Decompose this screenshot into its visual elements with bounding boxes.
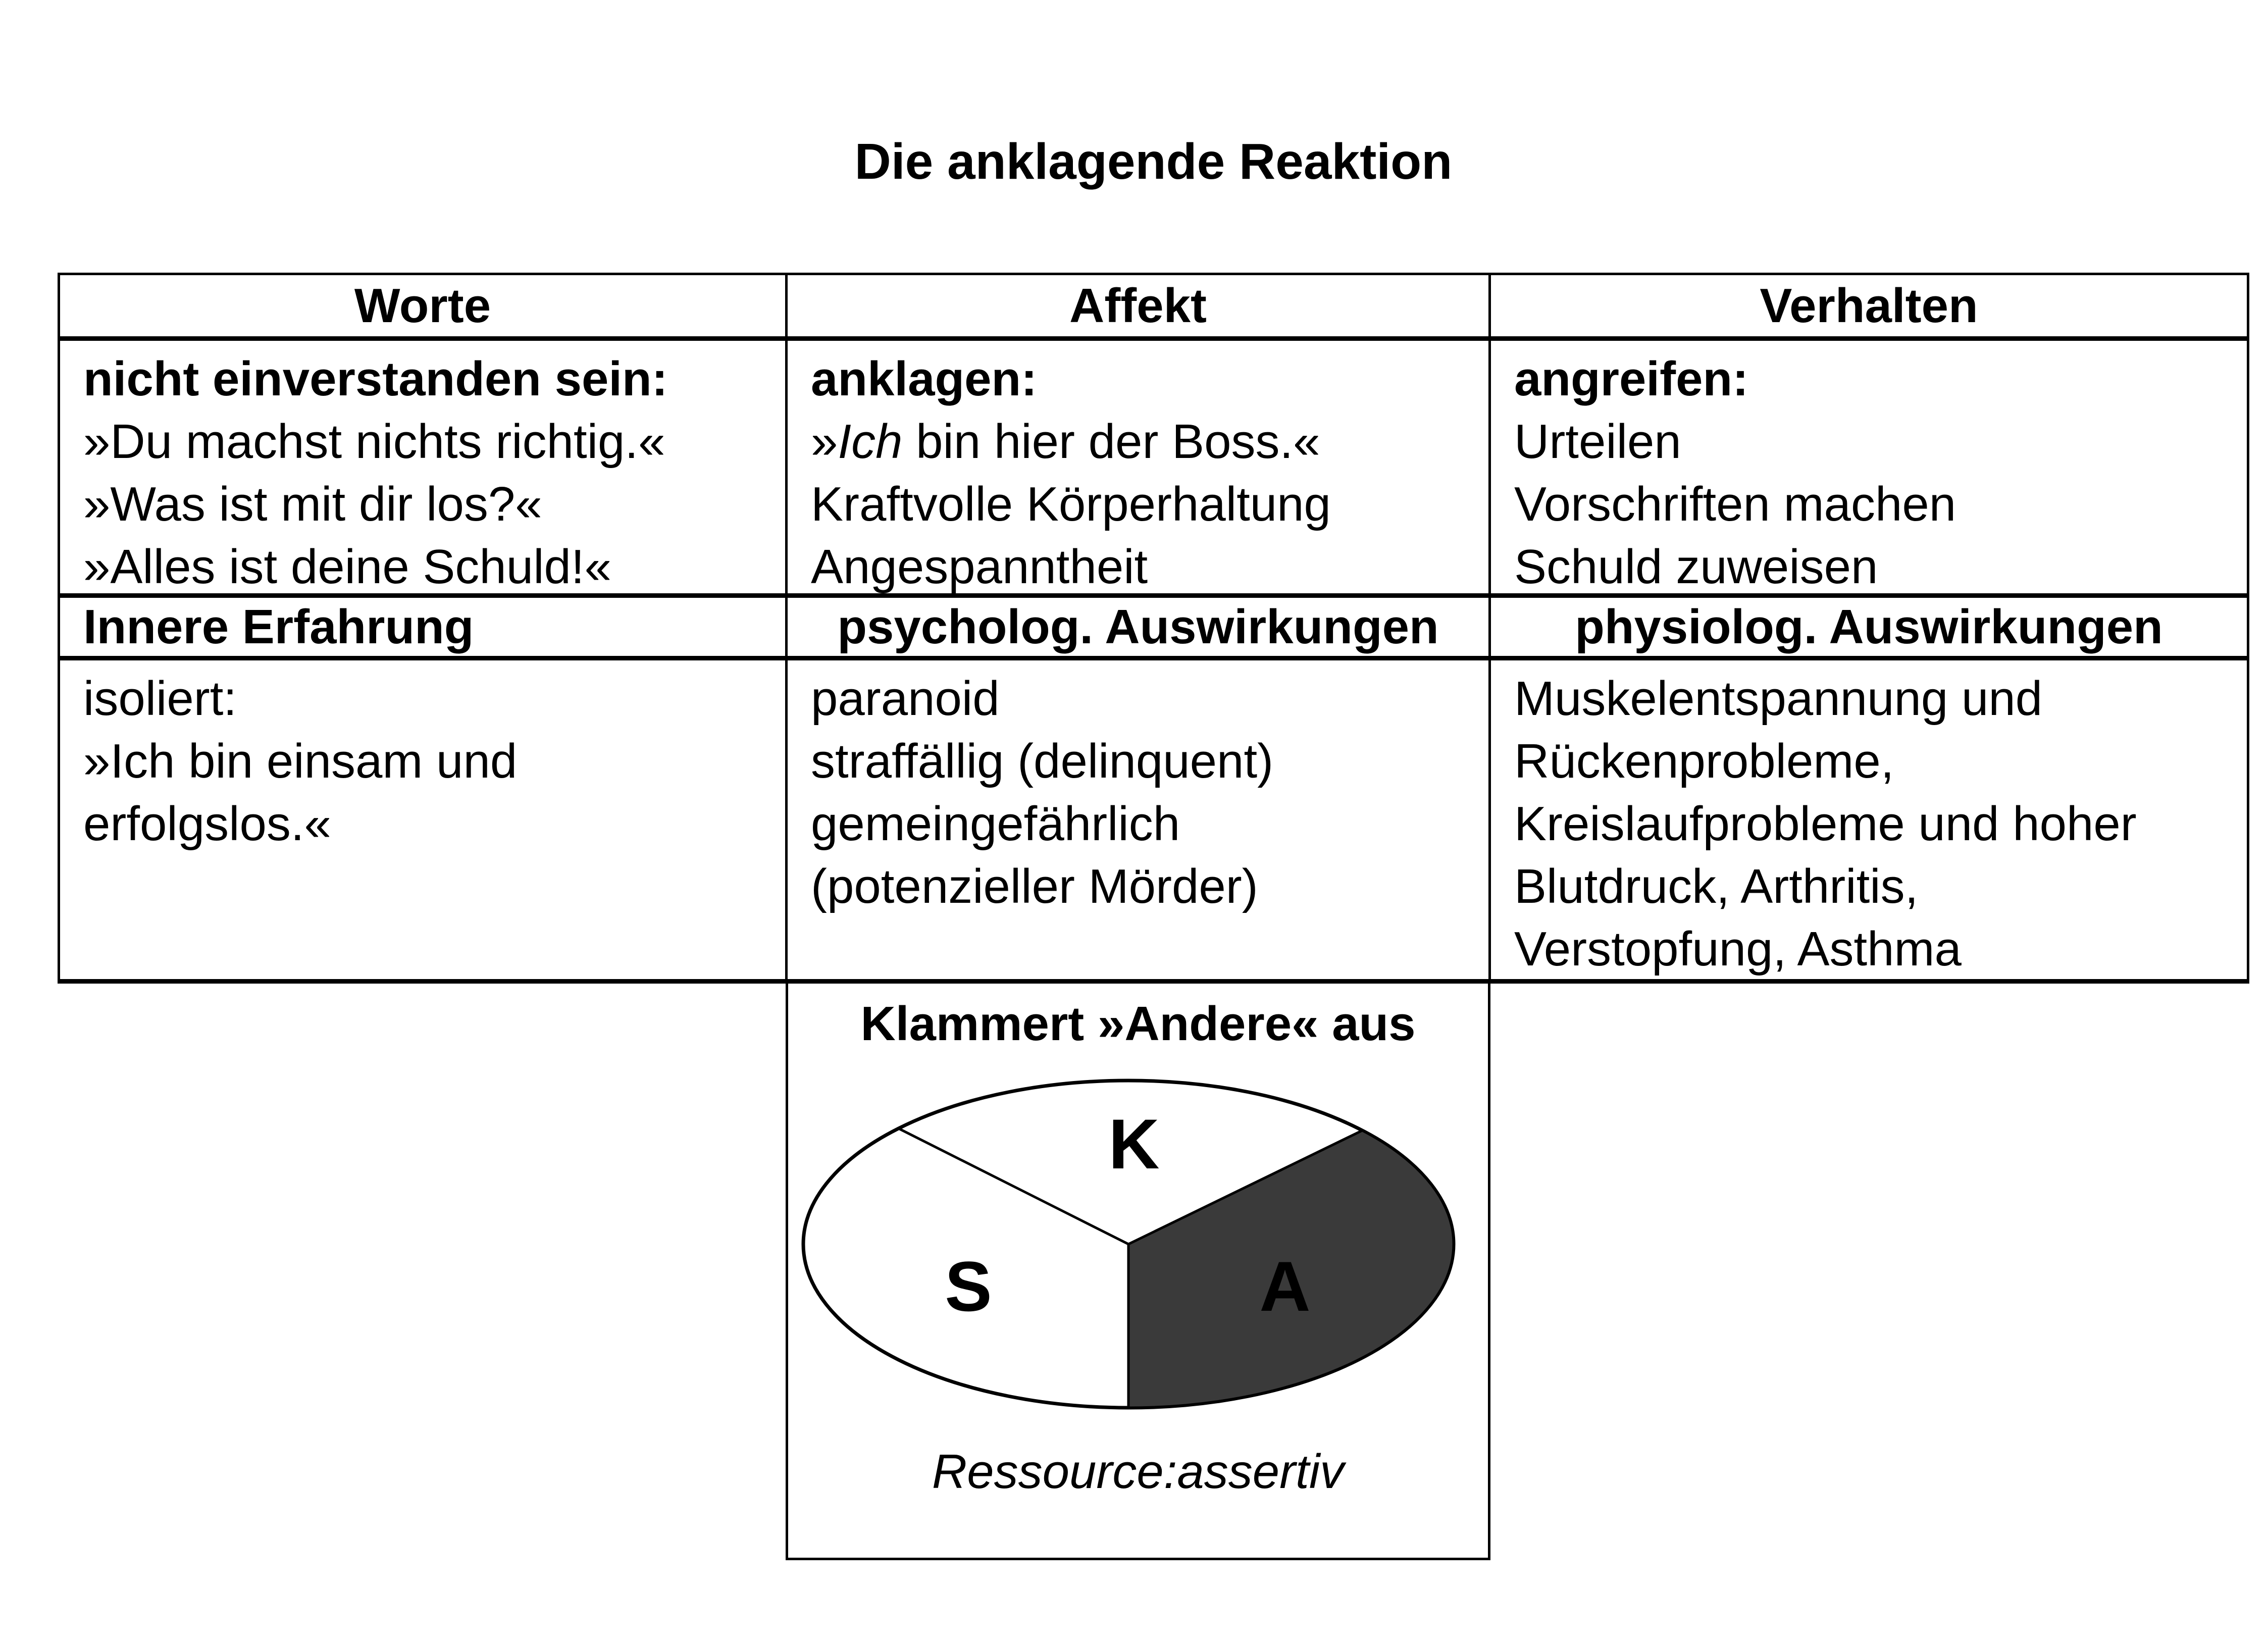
header-worte: Worte xyxy=(60,275,788,341)
verhalten-line: Urteilen xyxy=(1514,415,1681,469)
cell-psych: paranoid straffällig (delinquent) gemein… xyxy=(788,660,1491,979)
quote-italic-ich: Ich xyxy=(838,415,903,469)
verhalten-lead: angreifen: xyxy=(1514,352,1749,406)
quote-open: » xyxy=(811,415,838,469)
header-affekt: Affekt xyxy=(788,275,1491,341)
header-verhalten: Verhalten xyxy=(1491,275,2247,341)
cell-affekt: anklagen: »Ich bin hier der Boss.« Kraft… xyxy=(788,341,1491,598)
box-heading: Klammert »Andere« aus xyxy=(860,997,1416,1051)
innere-line: isoliert: xyxy=(83,672,237,726)
worte-line: »Du machst nichts richtig.« xyxy=(83,415,665,469)
subheader-innere-erfahrung: Innere Erfahrung xyxy=(60,598,788,660)
psych-line: gemeingefährlich xyxy=(811,797,1180,851)
affekt-line: Kraftvolle Körperhaltung xyxy=(811,477,1331,531)
subheader-physiolog: physiolog. Auswirkungen xyxy=(1491,598,2247,660)
pie-sector-a-dark xyxy=(1127,1129,1455,1409)
excludes-others-box: Klammert »Andere« aus K S A Ressource:as… xyxy=(786,984,1490,1560)
pie-label-k: K xyxy=(1108,1104,1159,1184)
ksa-pie-diagram: K S A xyxy=(801,1079,1456,1410)
innere-line: »Ich bin einsam und xyxy=(83,734,518,788)
affekt-lead: anklagen: xyxy=(811,352,1038,406)
resource-caption: Ressource:assertiv xyxy=(932,1445,1345,1499)
reaction-table: Worte Affekt Verhalten nicht einverstand… xyxy=(58,273,2249,984)
psych-line: (potenzieller Mörder) xyxy=(811,859,1258,913)
cell-verhalten: angreifen: Urteilen Vorschriften machen … xyxy=(1491,341,2247,598)
worte-lead: nicht einverstanden sein: xyxy=(83,352,668,406)
physio-line: Rückenprobleme, xyxy=(1514,734,1894,788)
affekt-quote-line: »Ich bin hier der Boss.« xyxy=(811,411,1465,473)
verhalten-line: Vorschriften machen xyxy=(1514,477,1956,531)
cell-worte: nicht einverstanden sein: »Du machst nic… xyxy=(60,341,788,598)
subheader-psycholog: psycholog. Auswirkungen xyxy=(788,598,1491,660)
worte-line: »Alles ist deine Schuld!« xyxy=(83,540,611,594)
physio-line: Kreislaufprobleme und hoher xyxy=(1514,797,2137,851)
physio-line: Verstopfung, Asthma xyxy=(1514,922,1962,976)
page-title: Die anklagende Reaktion xyxy=(854,133,1453,190)
physio-line: Blutdruck, Arthritis, xyxy=(1514,859,1919,913)
verhalten-line: Schuld zuweisen xyxy=(1514,540,1878,594)
physio-line: Muskelentspannung und xyxy=(1514,672,2043,726)
worte-line: »Was ist mit dir los?« xyxy=(83,477,542,531)
psych-line: paranoid xyxy=(811,672,1000,726)
pie-divider-k-s xyxy=(898,1127,1129,1246)
affekt-line: Angespanntheit xyxy=(811,540,1148,594)
pie-label-s: S xyxy=(945,1247,992,1326)
pie-label-a: A xyxy=(1259,1247,1310,1326)
quote-rest: bin hier der Boss.« xyxy=(902,415,1320,469)
psych-line: straffällig (delinquent) xyxy=(811,734,1274,788)
innere-line: erfolgslos.« xyxy=(83,797,331,851)
cell-physio: Muskelentspannung und Rückenprobleme, Kr… xyxy=(1491,660,2247,979)
cell-innere: isoliert: »Ich bin einsam und erfolgslos… xyxy=(60,660,788,979)
